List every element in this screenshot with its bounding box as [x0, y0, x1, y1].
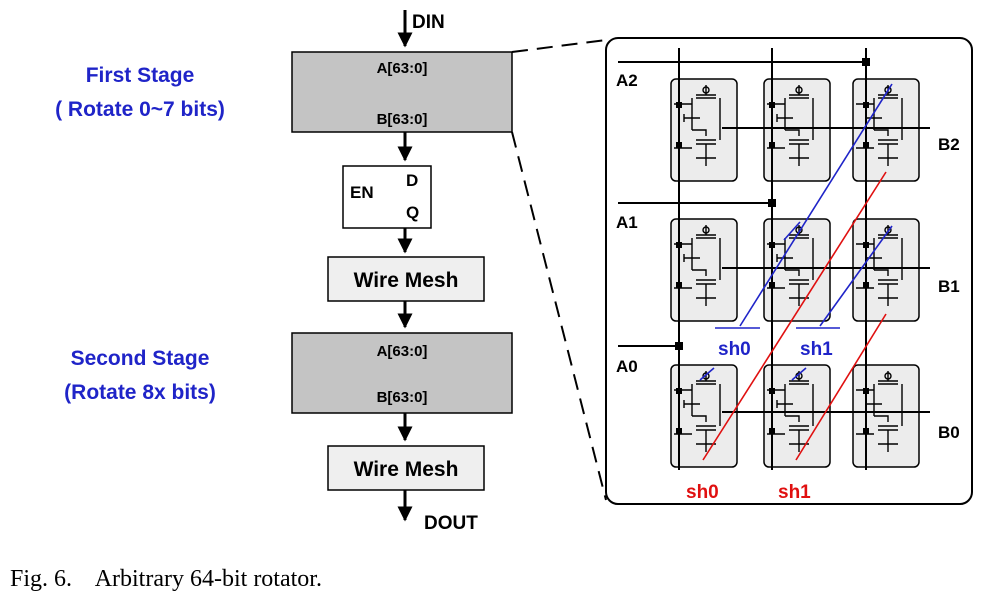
figure-caption: Fig. 6. Arbitrary 64-bit rotator. — [10, 566, 322, 592]
cell-r0-c0 — [670, 364, 738, 468]
red-sh1-label: sh1 — [778, 482, 811, 503]
latch-d-label: D — [406, 171, 418, 190]
wire-mesh-2-label: Wire Mesh — [354, 458, 459, 481]
latch-q-label: Q — [406, 203, 419, 222]
row-output-b2: B2 — [938, 135, 960, 154]
second-stage-port-b: B[63:0] — [377, 389, 428, 406]
cell-r0-c2 — [852, 364, 920, 468]
first-stage-port-b: B[63:0] — [377, 111, 428, 128]
cell-r2-c0 — [670, 78, 738, 182]
row-output-b1: B1 — [938, 277, 960, 296]
zoom-line-top — [511, 39, 607, 53]
blue-sh1-label: sh1 — [800, 339, 833, 360]
row-input-wires — [618, 61, 866, 347]
cell-connection-dots — [676, 102, 869, 434]
latch-block — [342, 165, 432, 229]
first-stage-subtitle: ( Rotate 0~7 bits) — [55, 98, 225, 121]
cell-r0-c1 — [763, 364, 831, 468]
second-stage-port-a: A[63:0] — [377, 343, 428, 360]
red-shift-lines — [702, 171, 887, 461]
wire-mesh-2-block — [327, 445, 485, 491]
row-input-a1: A1 — [616, 213, 638, 232]
row-input-dots — [675, 58, 870, 350]
first-stage-block — [291, 51, 513, 133]
second-stage-title: Second Stage — [71, 347, 210, 370]
first-stage-port-a: A[63:0] — [377, 60, 428, 77]
din-label: DIN — [412, 12, 445, 33]
dout-label: DOUT — [424, 513, 478, 534]
row-input-a2: A2 — [616, 71, 638, 90]
cell-r1-c0 — [670, 218, 738, 322]
row-input-a0: A0 — [616, 357, 638, 376]
transistor-cell-grid — [670, 78, 920, 468]
cell-r2-c1 — [763, 78, 831, 182]
wire-mesh-1-block — [327, 256, 485, 302]
latch-en-label: EN — [350, 183, 374, 202]
blue-shift-lines — [699, 83, 893, 381]
wire-mesh-1-label: Wire Mesh — [354, 269, 459, 292]
column-wires — [678, 48, 867, 470]
second-stage-block — [291, 332, 513, 414]
second-stage-subtitle: (Rotate 8x bits) — [64, 381, 216, 404]
first-stage-title: First Stage — [86, 64, 195, 87]
zoom-line-bottom — [511, 131, 607, 501]
blue-sh0-label: sh0 — [718, 339, 751, 360]
red-sh0-label: sh0 — [686, 482, 719, 503]
row-output-b0: B0 — [938, 423, 960, 442]
